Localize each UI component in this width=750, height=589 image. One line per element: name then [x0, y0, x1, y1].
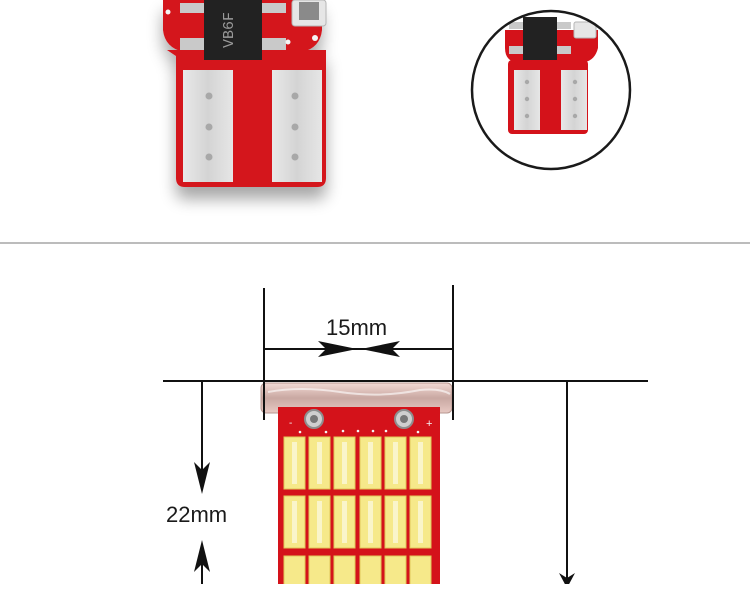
height-dimension-label: 22mm [166, 502, 228, 527]
large-bulb-details: VB6F [165, 0, 327, 182]
bulb-inset-circle [470, 9, 632, 171]
chip-marking: VB6F [221, 12, 238, 48]
dimension-bulb: - + [260, 382, 453, 589]
led-array [283, 436, 432, 589]
svg-text:-: - [289, 418, 292, 429]
width-dimension-label: 15mm [326, 315, 388, 340]
svg-text:+: + [426, 418, 432, 430]
dimension-arrowheads [194, 341, 575, 588]
chip [204, 0, 262, 60]
